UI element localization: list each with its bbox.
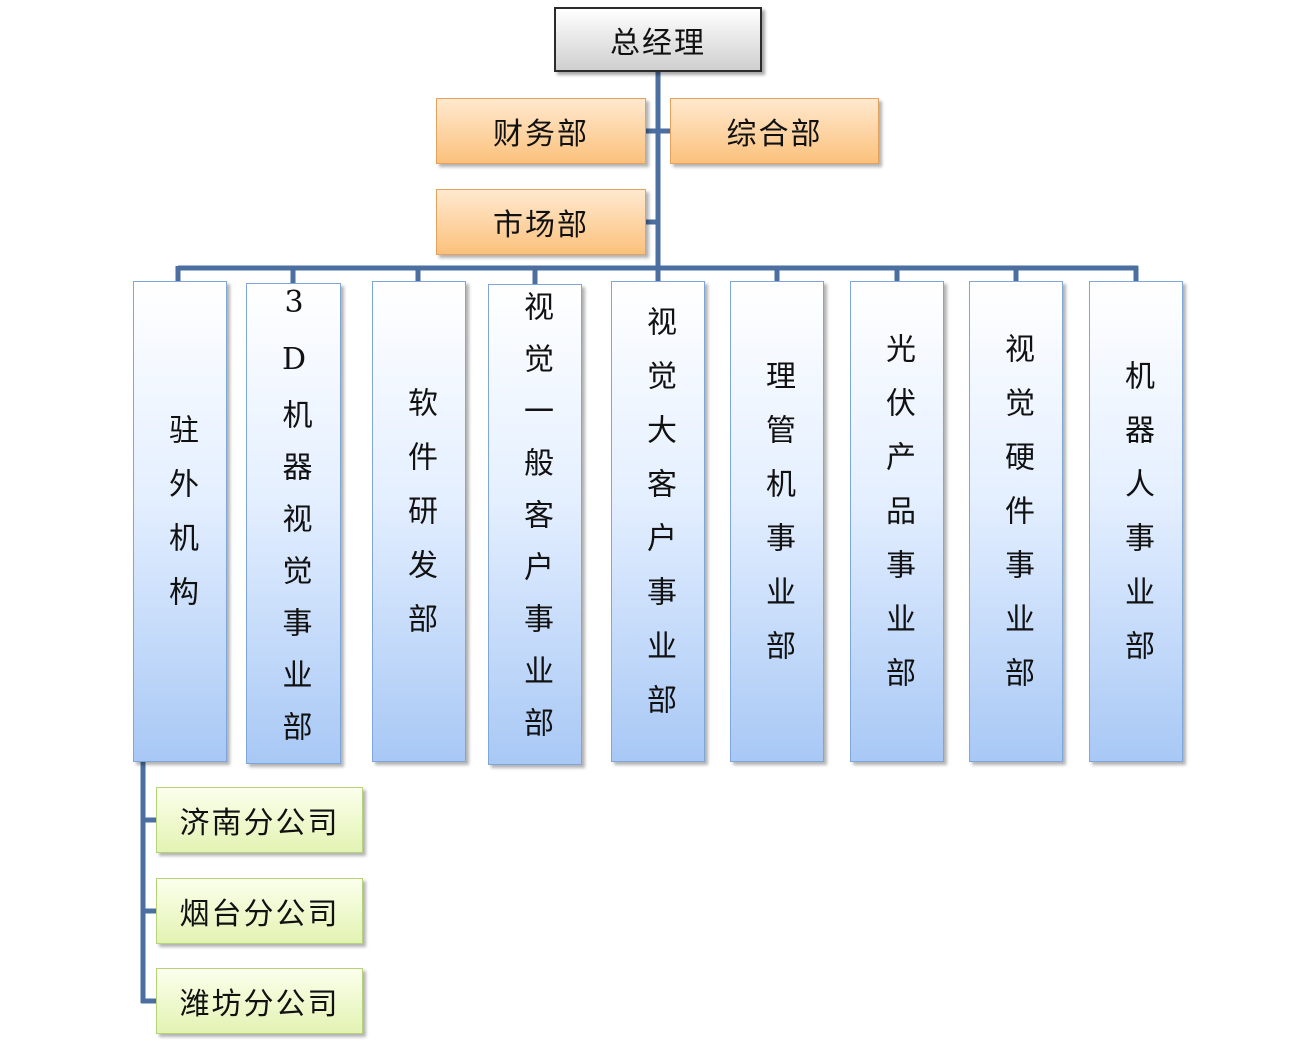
general-box: 综合部 bbox=[670, 98, 879, 164]
branch-box-3: 潍坊分公司 bbox=[156, 968, 363, 1034]
division-label-9: 机器人事业部 bbox=[1119, 359, 1154, 684]
branch-label-2: 烟台分公司 bbox=[179, 897, 340, 932]
market-box: 市场部 bbox=[436, 189, 646, 255]
finance-label: 财务部 bbox=[493, 117, 589, 152]
division-box-8: 视觉硬件事业部 bbox=[969, 281, 1063, 762]
branch-label-3: 潍坊分公司 bbox=[179, 987, 340, 1022]
finance-box: 财务部 bbox=[436, 98, 646, 164]
division-box-5: 视觉大客户事业部 bbox=[611, 281, 705, 762]
division-box-7: 光伏产品事业部 bbox=[850, 281, 944, 762]
division-box-2: 3D机器视觉事业部 bbox=[246, 283, 341, 764]
division-label-1: 驻外机构 bbox=[163, 413, 198, 630]
division-label-6: 理管机事业部 bbox=[760, 359, 795, 684]
division-label-4: 视觉一般客户事业部 bbox=[518, 290, 553, 759]
branch-box-2: 烟台分公司 bbox=[156, 878, 363, 944]
division-box-4: 视觉一般客户事业部 bbox=[488, 284, 582, 765]
division-label-2: 3D机器视觉事业部 bbox=[276, 284, 312, 763]
division-label-3: 软件研发部 bbox=[402, 386, 437, 657]
branch-box-1: 济南分公司 bbox=[156, 787, 363, 853]
division-box-1: 驻外机构 bbox=[133, 281, 227, 762]
division-box-3: 软件研发部 bbox=[372, 281, 466, 762]
market-label: 市场部 bbox=[493, 208, 589, 243]
division-label-5: 视觉大客户事业部 bbox=[641, 305, 676, 738]
ceo-label: 总经理 bbox=[610, 25, 706, 61]
division-box-9: 机器人事业部 bbox=[1089, 281, 1183, 762]
ceo-box: 总经理 bbox=[554, 7, 762, 72]
division-box-6: 理管机事业部 bbox=[730, 281, 824, 762]
branch-label-1: 济南分公司 bbox=[179, 806, 340, 841]
general-label: 综合部 bbox=[726, 117, 823, 152]
division-label-7: 光伏产品事业部 bbox=[880, 332, 915, 711]
division-label-8: 视觉硬件事业部 bbox=[999, 332, 1034, 711]
